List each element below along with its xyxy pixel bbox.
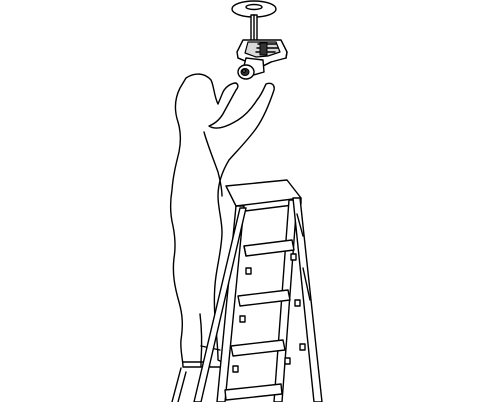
installer-figure (171, 74, 275, 367)
mounting-pole (251, 15, 257, 42)
dome-camera (238, 58, 264, 79)
